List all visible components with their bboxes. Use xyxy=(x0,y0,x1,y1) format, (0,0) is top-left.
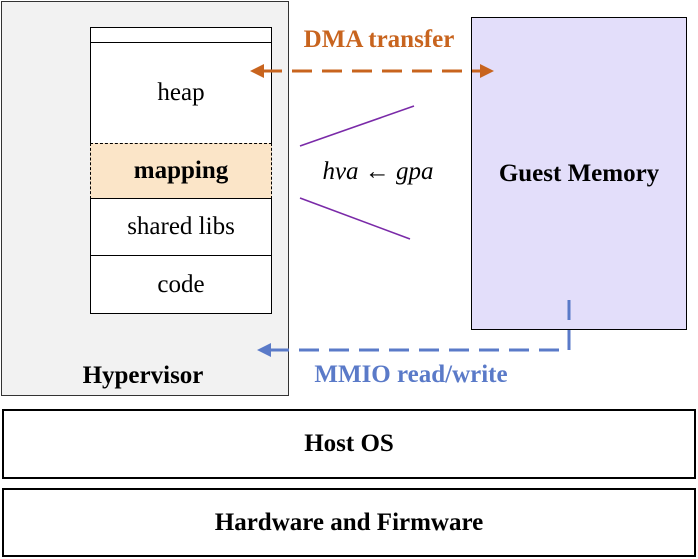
guest-memory-label: Guest Memory xyxy=(498,159,660,187)
mapping-line-upper xyxy=(299,105,415,147)
stack-segment-shared-libs: shared libs xyxy=(90,198,272,256)
stack-segment-heap: heap xyxy=(90,42,272,144)
shared-libs-label: shared libs xyxy=(127,213,235,240)
guest-memory-box: Guest Memory xyxy=(471,17,687,330)
mapping-formula: hva ← gpa xyxy=(298,154,458,190)
code-label: code xyxy=(157,270,205,298)
mapping-label: mapping xyxy=(133,157,229,184)
formula-hva: hva xyxy=(322,158,359,185)
dma-transfer-label: DMA transfer xyxy=(303,26,455,53)
host-os-box: Host OS xyxy=(2,409,696,479)
stack-segment-code: code xyxy=(90,255,272,314)
host-os-label: Host OS xyxy=(304,430,394,457)
formula-arrow: ← xyxy=(364,158,390,185)
hardware-firmware-label: Hardware and Firmware xyxy=(214,508,484,536)
mmio-read-write-label: MMIO read/write xyxy=(314,361,508,388)
hardware-firmware-box: Hardware and Firmware xyxy=(2,488,696,557)
stack-segment-mapping: mapping xyxy=(90,143,272,199)
mapping-line-lower xyxy=(299,197,411,240)
formula-gpa: gpa xyxy=(396,158,434,185)
hypervisor-label: Hypervisor xyxy=(82,362,204,389)
heap-label: heap xyxy=(157,79,205,106)
